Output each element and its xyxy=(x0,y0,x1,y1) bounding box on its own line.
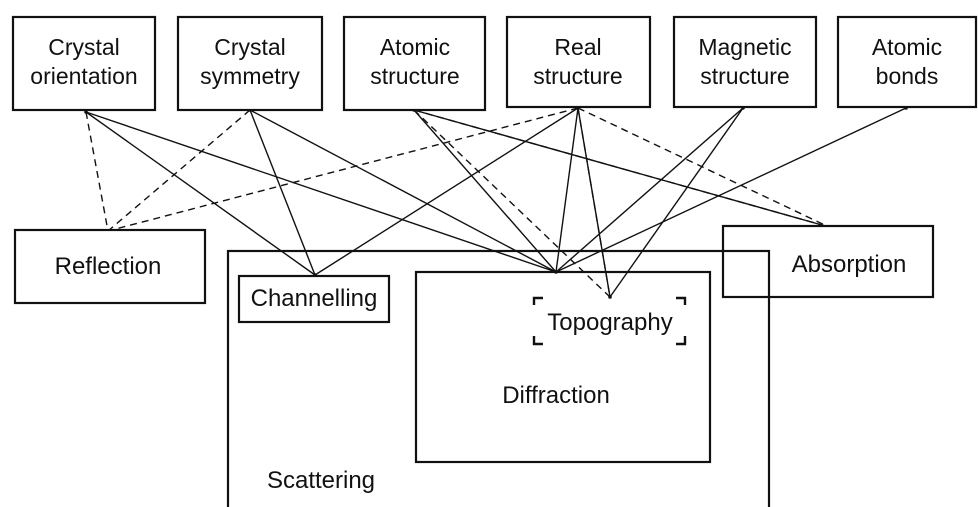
property-label-line1: Crystal xyxy=(214,34,286,60)
link-atomic-structure-to-absorption-solid xyxy=(413,109,830,228)
property-box-crystal-orientation: Crystal orientation xyxy=(11,15,157,112)
property-label-line1: Atomic xyxy=(872,34,942,60)
method-label-scattering: Scattering xyxy=(267,467,375,494)
link-atomic-structure-to-diffraction-solid xyxy=(413,109,557,273)
property-label-line2: orientation xyxy=(30,63,137,89)
method-box-channelling: Channelling xyxy=(237,274,391,324)
link-crystal-symmetry-to-diffraction-solid xyxy=(249,109,557,273)
link-crystal-orientation-to-diffraction-solid xyxy=(85,111,557,273)
property-label-line1: Real xyxy=(554,34,601,60)
link-real-structure-to-absorption-dashed xyxy=(577,107,830,228)
link-real-structure-to-topography-dashed xyxy=(577,107,611,298)
link-crystal-symmetry-to-channelling-solid xyxy=(249,109,316,276)
method-label-absorption: Absorption xyxy=(792,251,907,278)
link-crystal-orientation-to-channelling-solid xyxy=(85,111,316,276)
property-label-line2: bonds xyxy=(876,63,939,89)
link-crystal-orientation-to-reflection-dashed xyxy=(85,111,109,232)
method-label-reflection: Reflection xyxy=(55,253,162,280)
method-box-absorption: Absorption xyxy=(721,224,935,299)
property-label-line2: structure xyxy=(533,63,622,89)
property-box-atomic-bonds: Atomic bonds xyxy=(836,15,978,109)
property-label-line1: Magnetic xyxy=(698,34,791,60)
property-box-crystal-symmetry: Crystal symmetry xyxy=(176,15,324,112)
property-label-line1: Crystal xyxy=(48,34,120,60)
link-atomic-bonds-to-diffraction-solid xyxy=(555,107,907,273)
link-magnetic-structure-to-topography-solid xyxy=(609,107,744,298)
link-magnetic-structure-to-diffraction-solid xyxy=(555,107,744,273)
method-frame-scattering: Scattering xyxy=(226,249,771,507)
method-label-topography: Topography xyxy=(547,309,672,336)
link-real-structure-to-channelling-solid xyxy=(314,107,579,276)
property-label-line2: structure xyxy=(700,63,789,89)
property-label-line2: symmetry xyxy=(200,63,300,89)
property-box-magnetic-structure: Magnetic structure xyxy=(672,15,818,109)
property-label-line2: structure xyxy=(370,63,459,89)
method-label-channelling: Channelling xyxy=(251,285,378,312)
link-atomic-structure-to-topography-dashed xyxy=(413,109,611,298)
property-label-line1: Atomic xyxy=(380,34,450,60)
method-frame-diffraction: Diffraction xyxy=(414,270,712,464)
method-box-reflection: Reflection xyxy=(13,228,207,305)
property-box-atomic-structure: Atomic structure xyxy=(342,15,487,112)
method-box-topography: Topography xyxy=(532,296,687,346)
link-real-structure-to-diffraction-solid xyxy=(555,107,579,273)
connection-lines xyxy=(84,106,908,299)
anchor-dot-topography xyxy=(608,295,612,299)
property-box-real-structure: Real structure xyxy=(505,15,652,109)
method-label-diffraction: Diffraction xyxy=(502,382,610,409)
link-real-structure-to-reflection-dashed xyxy=(107,107,579,232)
